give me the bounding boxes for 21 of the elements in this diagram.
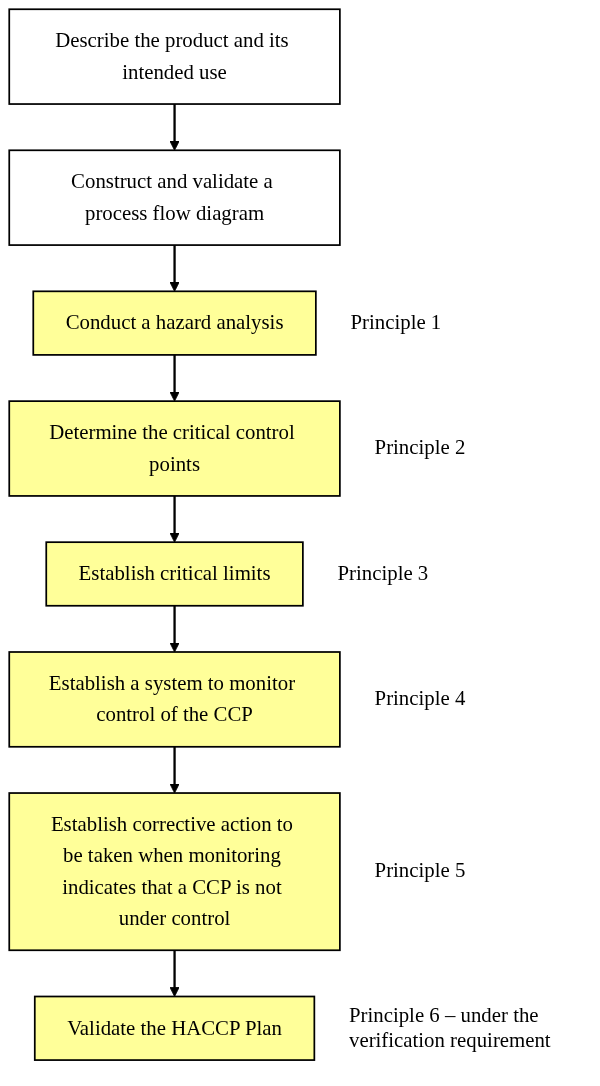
node-box: Describe the product and its intended use — [8, 8, 341, 105]
node-box: Establish a system to monitor control of the CCP — [8, 651, 341, 748]
node-box: Conduct a hazard analysis — [32, 290, 317, 356]
arrow — [169, 354, 180, 402]
arrow — [169, 950, 180, 997]
node-box: Establish corrective action to be taken when monitoring indicates that a CCP is not under control — [8, 792, 341, 952]
arrow — [169, 746, 180, 794]
principle-label: Principle 4 — [374, 686, 467, 712]
arrow — [169, 245, 180, 292]
node-box: Construct and validate a process flow diagram — [8, 149, 341, 246]
node-box: Validate the HACCP Plan — [33, 995, 316, 1061]
arrow — [169, 104, 180, 151]
principle-label: Principle 6 – under the verification requirement — [349, 1003, 552, 1054]
principle-label: Principle 1 — [350, 310, 443, 336]
principle-label: Principle 2 — [374, 436, 467, 461]
principle-label: Principle 5 — [374, 859, 467, 885]
arrow — [169, 605, 180, 653]
node-box: Determine the critical control points — [8, 400, 341, 497]
principle-label: Principle 3 — [337, 561, 430, 587]
arrow — [169, 495, 180, 543]
node-box: Establish critical limits — [45, 541, 304, 607]
